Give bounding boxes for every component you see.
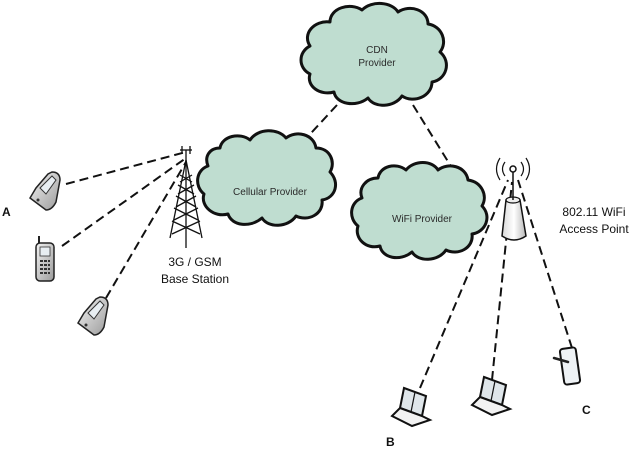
access-point-label-line2: Access Point (559, 222, 629, 236)
link-phone2-tower (61, 157, 187, 247)
cellular-cloud: Cellular Provider (196, 129, 338, 227)
flip-phone-icon (29, 171, 61, 211)
wifi-label: WiFi Provider (392, 214, 453, 225)
link-phone1-tower (65, 151, 187, 185)
cdn-label-line1: CDN (366, 45, 388, 56)
link-laptop2-ap (491, 181, 513, 381)
link-cdn-wifi (412, 104, 453, 169)
link-pda-ap (517, 179, 573, 349)
pda-icon (552, 346, 582, 386)
wifi-access-point-icon (495, 157, 531, 241)
flip-phone-icon (77, 296, 109, 336)
wifi-cloud: WiFi Provider (350, 161, 489, 261)
group-c-label: C (582, 403, 591, 417)
laptop-icon (470, 375, 513, 417)
cellular-label: Cellular Provider (233, 187, 308, 198)
group-a-label: A (2, 205, 11, 219)
candybar-phone-icon (35, 236, 55, 282)
link-laptop1-ap (419, 179, 509, 389)
group-b-label: B (386, 435, 395, 449)
cdn-label-line2: Provider (358, 58, 396, 69)
access-point-label-line1: 802.11 WiFi (562, 205, 625, 219)
base-station-label-line1: 3G / GSM (168, 255, 221, 269)
base-station-label-line2: Base Station (161, 272, 229, 286)
cdn-cloud: CDN Provider (299, 2, 448, 107)
cell-tower-icon (169, 146, 203, 248)
link-phone3-tower (105, 161, 187, 299)
laptop-icon (390, 386, 433, 428)
